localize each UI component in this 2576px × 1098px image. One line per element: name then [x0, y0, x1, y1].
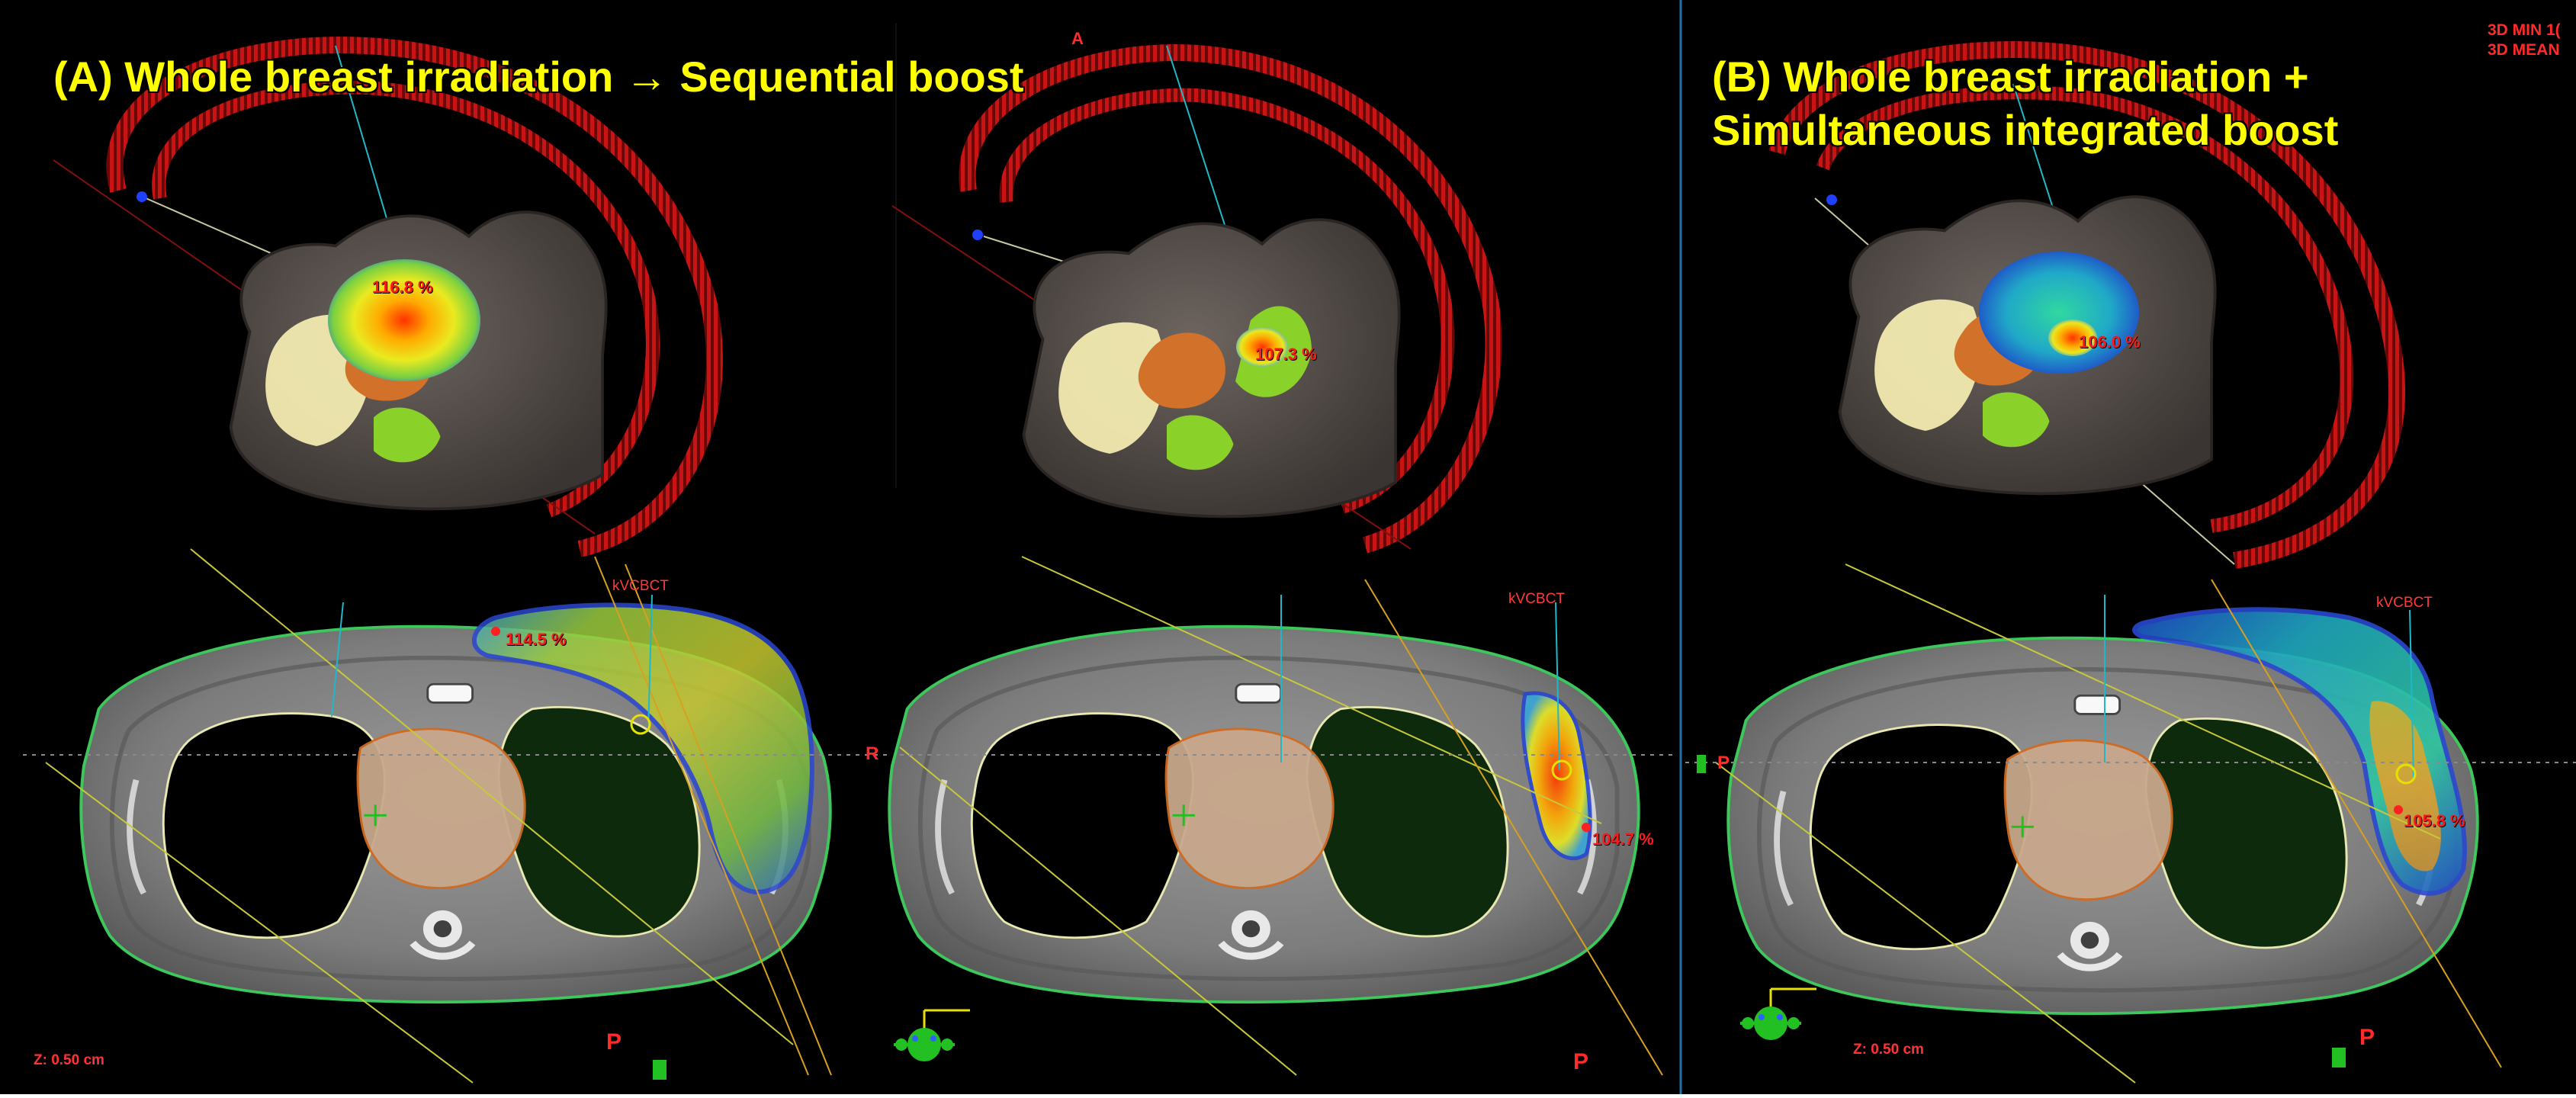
zoom-label-b: Z: 0.50 cm — [1853, 1042, 1924, 1058]
orientation-label-p-b-left: P — [1717, 753, 1730, 773]
dose-label-b-3d: 106.0 % — [2079, 332, 2141, 352]
dose-label-a-boost-3d: 107.3 % — [1255, 345, 1317, 364]
kvcbct-label-a-wbi: kVCBCT — [612, 578, 669, 594]
panel-a-wbi-3d-view — [53, 37, 723, 557]
orientation-label-p-a: P — [606, 1029, 622, 1055]
panel-a-boost-3d-view — [891, 44, 1502, 554]
panel-b-3d-view — [1768, 41, 2406, 569]
kvcbct-label-a-boost: kVCBCT — [1508, 591, 1565, 607]
panel-b-title-line2: Simultaneous integrated boost — [1712, 106, 2339, 154]
orientation-label-a-top: A — [1071, 29, 1084, 48]
dose-label-b-axial: 105.8 % — [2404, 811, 2465, 830]
dose-label-a-boost-axial: 104.7 % — [1592, 830, 1654, 849]
panel-b-title: (B) Whole breast irradiation + Simultane… — [1712, 50, 2338, 157]
corner-label-min: 3D MIN 1( — [2488, 21, 2561, 39]
dose-label-a-wbi-axial: 114.5 % — [506, 630, 567, 649]
panel-a-title: (A) Whole breast irradiation → Sequentia… — [53, 53, 1024, 101]
zoom-label-a: Z: 0.50 cm — [34, 1052, 104, 1068]
dose-label-a-wbi-3d: 116.8 % — [372, 278, 433, 297]
panel-b-axial-view — [653, 563, 2576, 1084]
orientation-label-r-boost: R — [866, 743, 879, 764]
panel-b-title-line1: (B) Whole breast irradiation + — [1712, 53, 2309, 101]
orientation-label-p-b: P — [2359, 1025, 2375, 1050]
orientation-label-p-boost: P — [1573, 1049, 1589, 1074]
corner-label-mean: 3D MEAN — [2488, 41, 2560, 59]
panel-a-wbi-axial-view — [23, 548, 892, 1084]
panel-a-boost-axial-view — [889, 556, 1678, 1076]
kvcbct-label-b: kVCBCT — [2376, 595, 2433, 611]
